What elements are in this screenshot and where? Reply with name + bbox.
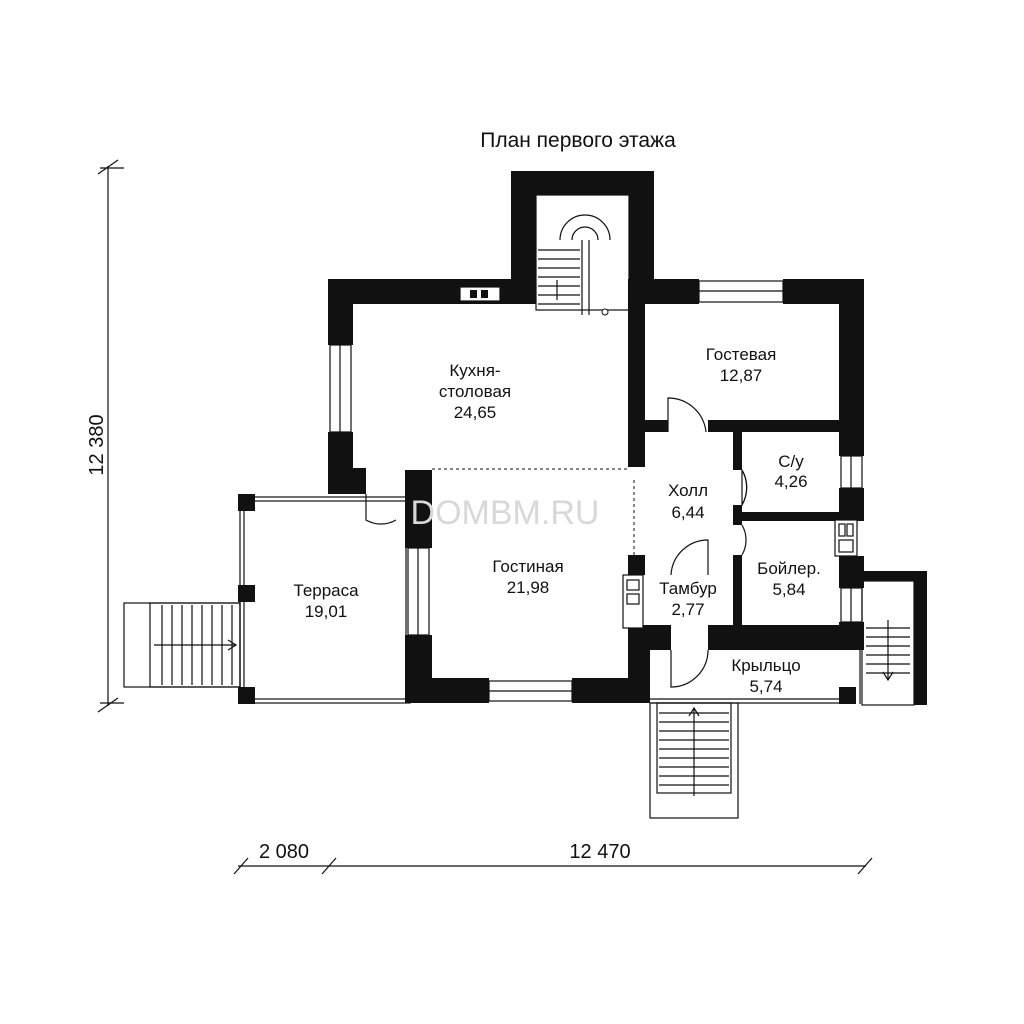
room-area: 21,98 — [507, 578, 550, 597]
terrace-outline — [238, 494, 411, 704]
room-name: Крыльцо — [731, 656, 800, 675]
doors — [365, 397, 748, 688]
room-area: 6,44 — [671, 503, 704, 522]
room-hall: Холл 6,44 — [668, 481, 708, 522]
stove-icon — [459, 286, 501, 302]
watermark: DOMBM.RU — [411, 494, 600, 532]
room-wc: С/у 4,26 — [774, 452, 807, 491]
room-name: Терраса — [293, 581, 359, 600]
side-stairs — [861, 580, 915, 706]
room-name: Гостевая — [706, 345, 777, 364]
exterior-walls — [328, 171, 927, 705]
room-area: 5,84 — [772, 580, 805, 599]
interior-stairs — [535, 194, 630, 316]
room-name: Бойлер. — [757, 559, 821, 578]
room-name: столовая — [439, 382, 511, 401]
room-terrace: Терраса 19,01 — [293, 581, 359, 621]
dimension-horizontal — [233, 857, 873, 875]
room-boiler: Бойлер. 5,84 — [757, 559, 821, 599]
room-porch: Крыльцо 5,74 — [731, 656, 800, 696]
boiler-icon — [834, 519, 858, 557]
dimension-main-label: 12 470 — [569, 841, 630, 863]
wardrobe-icon — [622, 574, 644, 629]
room-name: С/у — [778, 452, 804, 471]
room-area: 19,01 — [305, 602, 348, 621]
room-kitchen: Кухня- столовая 24,65 — [439, 361, 511, 422]
dimension-terrace-label: 2 080 — [259, 841, 309, 863]
room-guest: Гостевая 12,87 — [706, 345, 777, 385]
room-area: 24,65 — [454, 403, 497, 422]
room-name: Холл — [668, 481, 708, 500]
room-area: 12,87 — [720, 366, 763, 385]
room-area: 4,26 — [774, 472, 807, 491]
room-living: Гостиная 21,98 — [492, 557, 563, 597]
windows — [329, 280, 863, 702]
terrace-stairs — [123, 602, 241, 688]
room-name: Гостиная — [492, 557, 563, 576]
room-name: Кухня- — [449, 361, 500, 380]
dimension-vertical — [97, 159, 124, 713]
room-name: Тамбур — [659, 579, 717, 598]
room-area: 2,77 — [671, 600, 704, 619]
dimension-height-label: 12 380 — [86, 414, 108, 475]
plan-title: План первого этажа — [480, 129, 676, 152]
room-vestibule: Тамбур 2,77 — [659, 579, 717, 619]
room-area: 5,74 — [749, 677, 782, 696]
front-stairs — [649, 702, 739, 819]
